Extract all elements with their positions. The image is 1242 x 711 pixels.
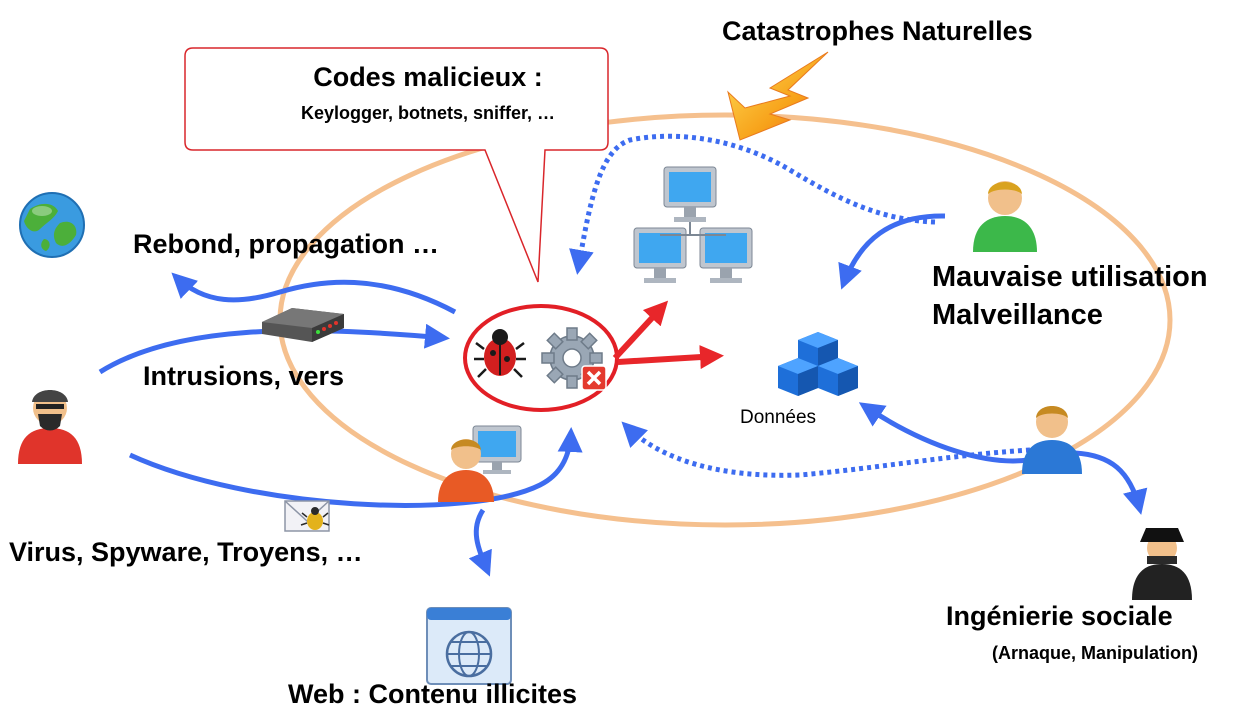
- green-user-icon: [973, 181, 1037, 252]
- codes-malicieux-subtitle: Keylogger, botnets, sniffer, …: [300, 103, 556, 123]
- dotted-arrow-bottom: [621, 421, 1031, 478]
- globe-icon: [19, 192, 85, 258]
- donnees-label: Données: [740, 407, 817, 428]
- blue-user-icon: [1022, 406, 1082, 474]
- arrow-rebond: [171, 272, 457, 315]
- orange-user-computer-icon: [438, 425, 522, 502]
- arrow-malveillance: [838, 213, 946, 290]
- malveillance-label: Malveillance: [932, 299, 1103, 331]
- arrow-ingenierie-spy: [1074, 450, 1148, 515]
- network-computers-icon: [633, 166, 753, 283]
- rebond-label: Rebond, propagation …: [133, 229, 439, 259]
- lightning-icon: [727, 51, 829, 141]
- data-cubes-icon: [778, 332, 858, 396]
- ingenierie-label: Ingénierie sociale: [946, 601, 1173, 631]
- hacker-icon: [18, 390, 82, 464]
- bug-icon: [474, 329, 526, 378]
- web-label: Web : Contenu illicites: [288, 679, 578, 709]
- red-arrow-to-network: [612, 300, 669, 361]
- catastrophes-label: Catastrophes Naturelles: [722, 16, 1033, 46]
- intrusions-label: Intrusions, vers: [143, 361, 345, 391]
- virus-label: Virus, Spyware, Troyens, …: [9, 537, 363, 567]
- dotted-arrow-top: [569, 133, 936, 275]
- arrow-ingenierie-data: [858, 402, 1029, 464]
- arrow-intrusions: [98, 323, 450, 375]
- arrow-web: [468, 508, 492, 577]
- router-icon: [262, 308, 344, 342]
- codes-malicieux-title: Codes malicieux :: [313, 62, 543, 92]
- mauvaise-utilisation-label: Mauvaise utilisation: [932, 261, 1208, 293]
- callout-box: [184, 47, 609, 283]
- web-browser-icon: [426, 607, 512, 685]
- gear-error-icon: [541, 327, 607, 391]
- spy-user-icon: [1132, 528, 1192, 600]
- email-bug-icon: [284, 500, 330, 532]
- red-arrow-to-data: [617, 345, 724, 370]
- arrow-virus: [128, 427, 583, 508]
- ingenierie-subtitle: (Arnaque, Manipulation): [992, 643, 1198, 663]
